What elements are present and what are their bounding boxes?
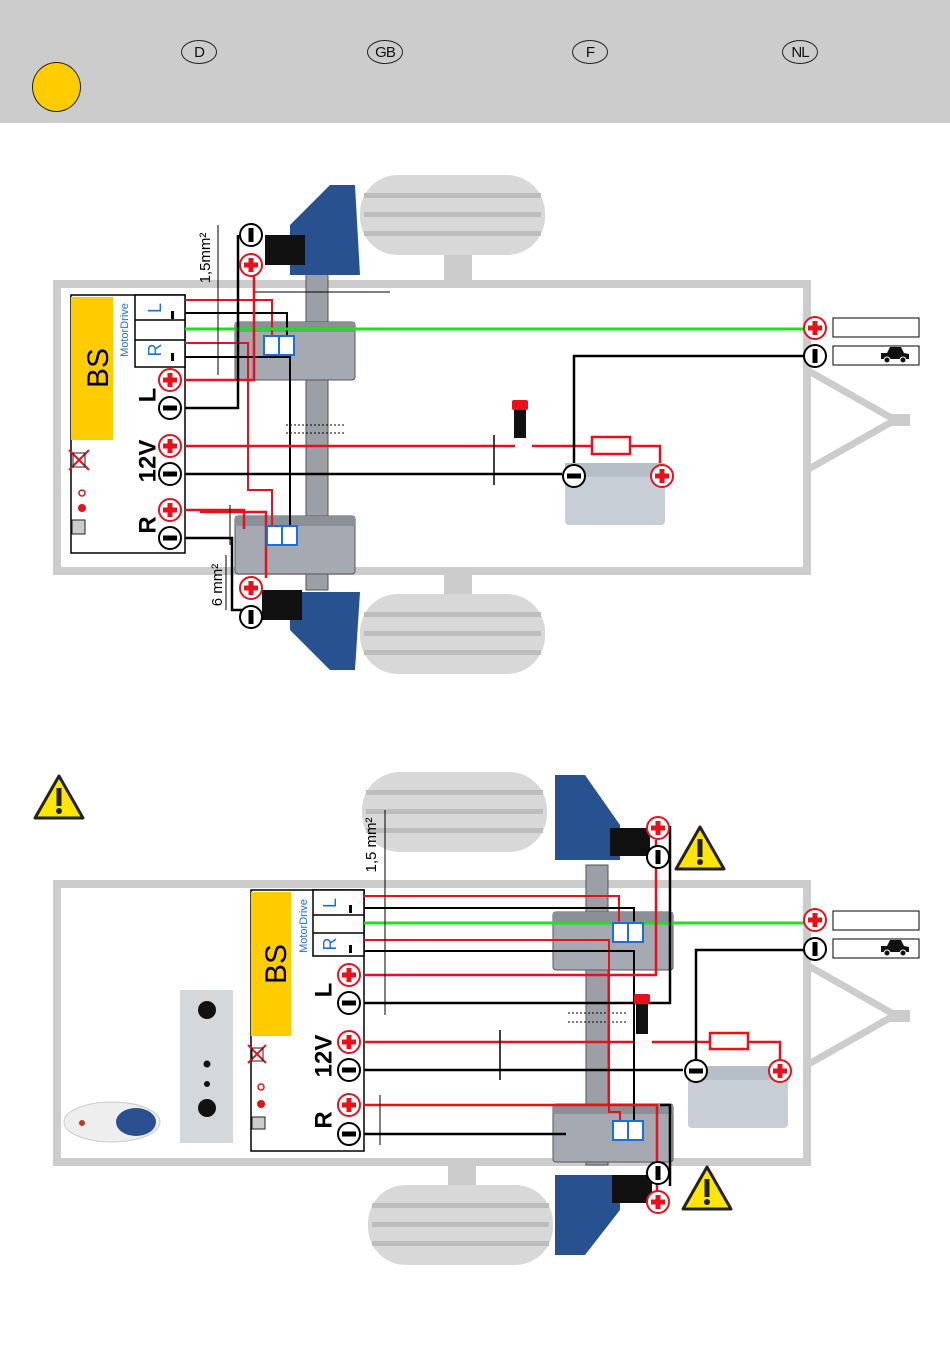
control-unit-label-panel — [71, 297, 113, 440]
drive-motor-bottom — [290, 592, 360, 670]
isolator-switch — [512, 400, 528, 410]
tire-bottom — [368, 1185, 553, 1265]
isolator-switch — [634, 994, 650, 1004]
warning-icon — [681, 1165, 733, 1211]
lang-badge-d[interactable]: D — [181, 40, 217, 64]
fuse — [590, 435, 632, 456]
drawbar — [805, 366, 903, 474]
fuse — [708, 1031, 750, 1051]
tire-top — [362, 772, 547, 852]
vehicle-positive-terminal — [803, 316, 827, 340]
hitch — [888, 1010, 910, 1022]
lang-badge-f[interactable]: F — [572, 40, 608, 64]
battery-negative-terminal — [684, 1059, 708, 1083]
warning-icon — [33, 774, 85, 820]
terminal-r-negative — [337, 1122, 361, 1146]
vehicle-label-box-positive — [832, 317, 920, 338]
drive-motor-top — [555, 775, 620, 860]
terminal-12v-negative — [337, 1058, 361, 1082]
terminal-12v-positive — [337, 1030, 361, 1054]
control-unit-name: BS — [82, 348, 115, 388]
control-unit-label-panel — [251, 892, 291, 1036]
terminal-group-12v: 12V — [135, 440, 162, 483]
motordrive-port-block — [134, 294, 186, 368]
header-bar: D GB F NL — [0, 0, 950, 123]
top-diagram: BS MotorDrive L R L 12V R — [53, 175, 920, 674]
bottom-diagram: BS MotorDrive L R L 12V R — [33, 772, 920, 1265]
motordrive-label: MotorDrive — [119, 303, 131, 357]
terminal-12v-positive — [158, 434, 182, 458]
tire-top — [360, 175, 545, 255]
remote-control — [63, 1101, 161, 1143]
motor-top-positive-terminal — [239, 253, 263, 277]
terminal-group-12v: 12V — [311, 1035, 338, 1078]
control-unit-name: BS — [260, 944, 293, 984]
motor-bottom-positive-terminal — [239, 576, 263, 600]
cable-size-label-1-5: 1,5 mm² — [363, 817, 380, 872]
lang-badge-gb[interactable]: GB — [367, 40, 403, 64]
motor-top-negative-terminal — [239, 223, 263, 247]
warning-icon — [674, 825, 726, 871]
terminal-l-negative — [158, 396, 182, 420]
port-label-l: L — [320, 898, 340, 908]
terminal-l-positive — [337, 963, 361, 987]
hitch — [888, 414, 910, 426]
terminal-r-positive — [158, 498, 182, 522]
battery-positive-terminal — [650, 464, 674, 488]
battery-positive-terminal — [768, 1059, 792, 1083]
port-label-r: R — [145, 344, 165, 357]
wiring-bottom — [364, 810, 808, 1200]
drive-motor-bottom — [555, 1175, 620, 1255]
terminal-l-positive — [158, 368, 182, 392]
trailer-chassis — [53, 880, 811, 1166]
terminal-l-negative — [337, 991, 361, 1015]
terminal-r-negative — [158, 526, 182, 550]
port-label-r: R — [320, 938, 340, 951]
motordrive-port-block — [312, 889, 365, 957]
drive-motor-top — [290, 185, 360, 275]
port-label-l: L — [145, 303, 165, 313]
vehicle-positive-terminal — [803, 908, 827, 932]
motor-bottom-negative-terminal — [646, 1161, 670, 1185]
section-marker-dot — [32, 62, 81, 112]
terminal-group-r: R — [311, 1111, 338, 1128]
cable-size-label-6: 6 mm² — [209, 564, 226, 607]
terminal-group-l: L — [311, 983, 338, 998]
terminal-r-positive — [337, 1093, 361, 1117]
trailer-chassis — [53, 280, 811, 575]
motordrive-label: MotorDrive — [298, 899, 310, 953]
vehicle-negative-terminal — [803, 937, 827, 961]
socket-panel — [180, 990, 233, 1143]
vehicle-negative-terminal — [803, 344, 827, 368]
vehicle-label-box-positive — [832, 910, 920, 931]
motor-bottom-positive-terminal — [646, 1190, 670, 1214]
terminal-group-r: R — [135, 516, 162, 533]
drawbar — [805, 961, 903, 1069]
terminal-group-l: L — [135, 388, 162, 403]
motor-top-negative-terminal — [646, 845, 670, 869]
tire-bottom — [360, 594, 545, 674]
motor-bottom-negative-terminal — [239, 605, 263, 629]
motor-top-positive-terminal — [646, 816, 670, 840]
terminal-12v-negative — [158, 462, 182, 486]
cable-size-label-1-5: 1,5mm² — [197, 233, 214, 284]
battery-negative-terminal — [562, 464, 586, 488]
lang-badge-nl[interactable]: NL — [782, 40, 818, 64]
